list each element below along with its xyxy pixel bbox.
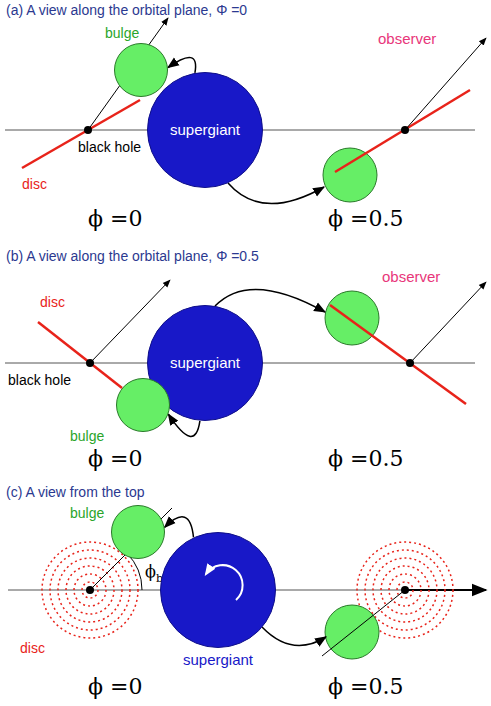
stream-arrow — [262, 627, 326, 645]
black-hole-dot — [406, 359, 414, 367]
stream-arrow — [168, 57, 196, 72]
disc-label: disc — [20, 640, 45, 656]
observer-label: observer — [378, 30, 436, 47]
black-hole-label: black hole — [78, 139, 141, 155]
bulge-label: bulge — [70, 428, 104, 444]
bulge-region: bulge — [111, 505, 165, 559]
black-hole-dot — [86, 586, 94, 594]
black-hole-dot — [401, 126, 409, 134]
supergiant-star: supergiant — [160, 532, 276, 648]
stream-arrow — [215, 289, 325, 312]
bulge-label: bulge — [70, 505, 104, 521]
observer-label: observer — [382, 268, 440, 285]
bulge-circle — [325, 291, 379, 345]
phase-label: ϕ =0.5 — [328, 206, 403, 231]
star-label: supergiant — [170, 121, 240, 138]
bulge-circle — [117, 379, 170, 432]
bulge-label: bulge — [105, 25, 139, 41]
stream-arrow — [228, 183, 324, 204]
observer-arrow — [410, 282, 486, 363]
panel-title: (b) A view along the orbital plane, Φ =0… — [6, 248, 259, 264]
phase-label: ϕ =0 — [88, 674, 142, 699]
black-hole-dot — [401, 586, 409, 594]
star-label: supergiant — [170, 354, 240, 371]
node-shape — [111, 505, 165, 559]
disc-label: disc — [22, 176, 47, 192]
phase-label: ϕ =0 — [88, 446, 142, 471]
disc-line — [22, 100, 140, 168]
angle-symbol: ϕ — [145, 563, 156, 581]
bulge-circle — [112, 506, 165, 559]
bulge-circle — [323, 148, 377, 202]
disc-line — [335, 90, 470, 172]
black-hole-label: black hole — [8, 372, 71, 388]
panel-title: (c) A view from the top — [6, 484, 145, 500]
phase-label: ϕ =0.5 — [328, 674, 403, 699]
stream-arrow — [165, 517, 194, 538]
phase-label: ϕ =0.5 — [328, 446, 403, 471]
node-shape — [114, 43, 168, 97]
star-circle — [148, 73, 263, 188]
disc-line — [330, 305, 466, 404]
bulge-direction-line — [322, 590, 405, 656]
disc-label: disc — [40, 294, 65, 310]
phase-label: ϕ =0 — [88, 206, 142, 231]
node-shape — [116, 378, 170, 432]
panel-title: (a) A view along the orbital plane, Φ =0 — [6, 2, 247, 18]
star-label: supergiant — [183, 651, 253, 668]
bulge-region: bulge — [114, 43, 168, 97]
observer-arrow — [405, 38, 486, 130]
bulge-region: bulge — [116, 378, 170, 432]
node-shape — [160, 532, 276, 648]
supergiant-star: supergiant — [147, 72, 263, 188]
bulge-circle — [115, 44, 168, 97]
star-circle — [161, 533, 276, 648]
black-hole-dot — [84, 126, 92, 134]
black-hole-dot — [86, 359, 94, 367]
